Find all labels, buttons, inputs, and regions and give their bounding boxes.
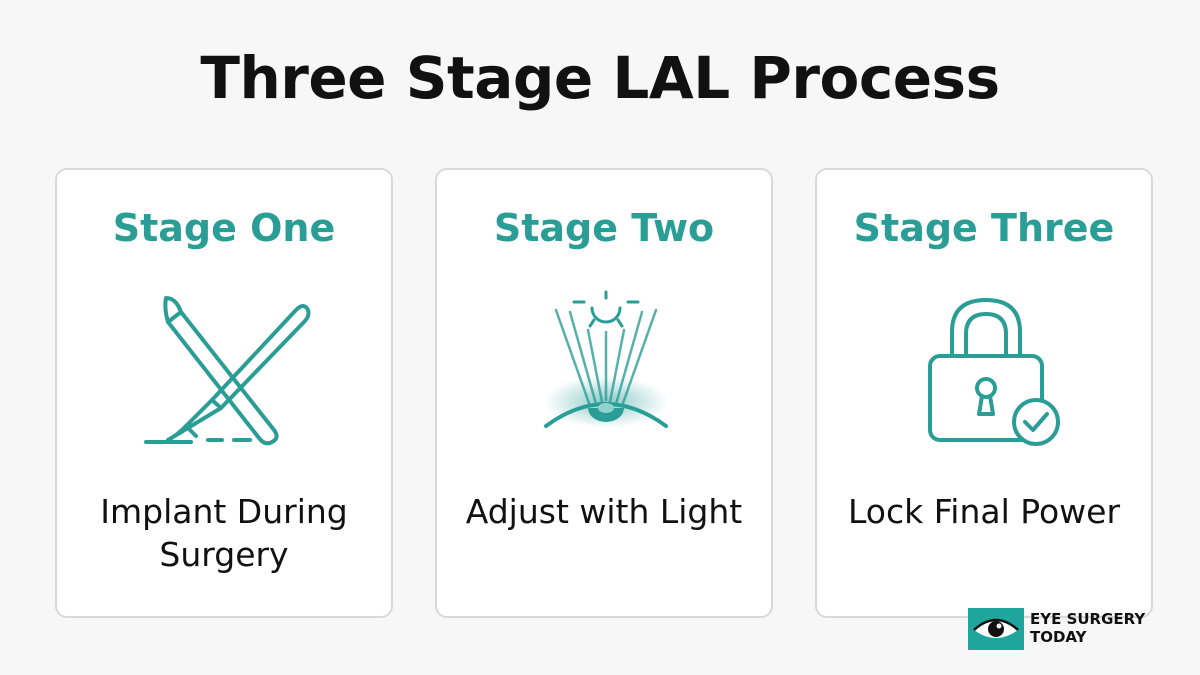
brand-name: EYE SURGERY TODAY — [1030, 610, 1180, 646]
stage-card-one: Stage One Implant During Surgery — [55, 168, 393, 618]
stage-card-two: Stage Two — [435, 168, 773, 618]
stage-title: Stage Three — [853, 206, 1115, 250]
light-eye-icon — [506, 290, 706, 450]
page-title: Three Stage LAL Process — [200, 44, 1000, 112]
eye-logo-icon — [968, 608, 1024, 650]
brand-line-2: TODAY — [1030, 628, 1087, 646]
padlock-check-icon — [886, 290, 1086, 450]
brand-mark: EYE SURGERY TODAY — [968, 608, 1168, 652]
stage-description: Implant During Surgery — [100, 492, 348, 574]
brand-line-1: EYE SURGERY — [1030, 610, 1146, 628]
stage-title: Stage One — [112, 206, 336, 250]
scalpel-icon — [126, 290, 326, 450]
stage-title: Stage Two — [493, 206, 715, 250]
stage-card-three: Stage Three Lock Final Power — [815, 168, 1153, 618]
stage-description: Lock Final Power — [847, 492, 1121, 531]
stage-description: Adjust with Light — [465, 492, 743, 531]
